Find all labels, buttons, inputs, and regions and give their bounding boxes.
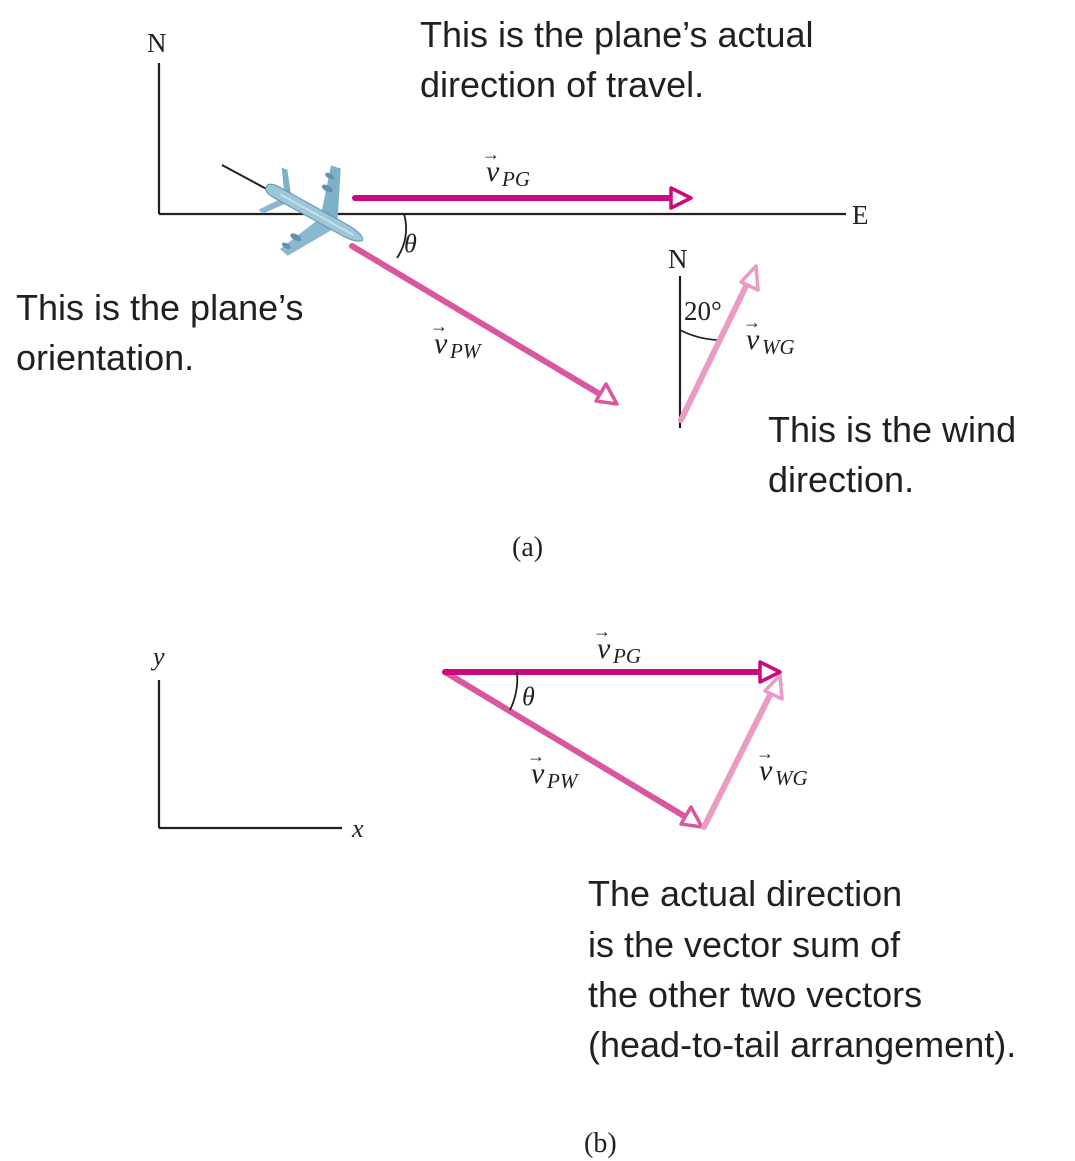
vector-pw-subscript: PW	[449, 339, 483, 363]
theta-label-b: θ	[522, 682, 535, 711]
vector-pw-b-subscript: PW	[546, 769, 580, 793]
caption-sum-line-1: The actual direction	[588, 873, 902, 914]
airplane-icon	[258, 165, 364, 256]
caption-sum-line-2: is the vector sum of	[588, 924, 901, 965]
caption-orientation: This is the plane’s orientation.	[16, 287, 314, 378]
caption-sum: The actual direction is the vector sum o…	[588, 873, 1016, 1065]
vector-wg	[678, 264, 760, 423]
vector-wg-symbol: v	[746, 323, 760, 356]
east-label: E	[852, 200, 869, 230]
vector-pw-b-arrow-mark: →	[527, 746, 545, 766]
caption-orientation-line-1: This is the plane’s	[16, 287, 304, 328]
wind-angle-arc	[679, 329, 719, 341]
caption-sum-line-4: (head-to-tail arrangement).	[588, 1024, 1016, 1065]
theta-label: θ	[404, 229, 417, 258]
vector-pw-label: → v PW	[430, 316, 483, 363]
vector-pw-arrow-mark: →	[430, 316, 448, 336]
vector-wg-arrowhead	[739, 264, 760, 292]
vector-pg-b-subscript: PG	[612, 644, 641, 668]
vector-pw-b-arrowhead	[679, 805, 704, 829]
caption-travel: This is the plane’s actual direction of …	[420, 14, 824, 105]
xy-axes	[157, 680, 342, 830]
wind-north-label: N	[668, 244, 688, 274]
vector-pg	[352, 186, 693, 210]
vector-pg-b-arrow-mark: →	[593, 621, 611, 641]
caption-sum-line-3: the other two vectors	[588, 974, 922, 1015]
caption-orientation-line-2: orientation.	[16, 337, 194, 378]
caption-travel-line-1: This is the plane’s actual	[420, 14, 814, 55]
vector-wg-b-subscript: WG	[775, 766, 808, 790]
caption-travel-line-2: direction of travel.	[420, 64, 704, 105]
vector-pg-b	[442, 660, 782, 684]
vector-pg-b-label: → v PG	[593, 621, 641, 668]
vector-wg-b-shaft	[701, 690, 774, 830]
vector-wg-b-label: → v WG	[756, 743, 808, 790]
caption-wind-line-2: direction.	[768, 459, 914, 500]
part-label-b: (b)	[584, 1128, 617, 1159]
caption-wind: This is the wind direction.	[768, 409, 1026, 500]
theta-arc-b	[509, 671, 519, 711]
vector-pw-b-symbol: v	[531, 757, 545, 790]
vector-pg-b-symbol: v	[597, 632, 611, 665]
vector-wg-b-arrow-mark: →	[756, 743, 774, 763]
vector-pg-subscript: PG	[501, 167, 530, 191]
y-label: y	[150, 642, 165, 671]
vector-wg-b-symbol: v	[759, 754, 773, 787]
compass-axes	[157, 63, 846, 216]
north-label: N	[147, 28, 167, 58]
panel-a: N E θ	[16, 14, 1026, 563]
vector-wg-b	[701, 673, 784, 830]
vector-pg-symbol: v	[486, 155, 500, 188]
x-label: x	[351, 814, 364, 843]
vector-pw-symbol: v	[434, 327, 448, 360]
vector-pg-arrow-mark: →	[482, 144, 500, 164]
caption-wind-line-1: This is the wind	[768, 409, 1016, 450]
theta-arc	[396, 213, 407, 259]
vector-wg-arrow-mark: →	[743, 312, 761, 332]
vector-pg-b-arrowhead	[758, 660, 782, 684]
vector-pg-arrowhead	[669, 186, 693, 210]
vector-wg-shaft	[678, 281, 750, 423]
vector-wg-label: → v WG	[743, 312, 795, 359]
vector-wg-subscript: WG	[762, 335, 795, 359]
vector-pw-b-shaft	[442, 669, 687, 819]
vector-wg-b-arrowhead	[763, 673, 784, 701]
vector-pg-label: → v PG	[482, 144, 530, 191]
wind-angle-label: 20°	[684, 296, 722, 326]
vector-pw-b-label: → v PW	[527, 746, 580, 793]
panel-b: y x θ → v PG → v PW	[150, 621, 1016, 1159]
vector-pw-shaft	[349, 243, 601, 396]
vector-pw-arrowhead	[594, 382, 619, 406]
vector-pw-b	[442, 669, 704, 829]
vector-pw	[349, 243, 619, 406]
part-label-a: (a)	[512, 532, 543, 563]
